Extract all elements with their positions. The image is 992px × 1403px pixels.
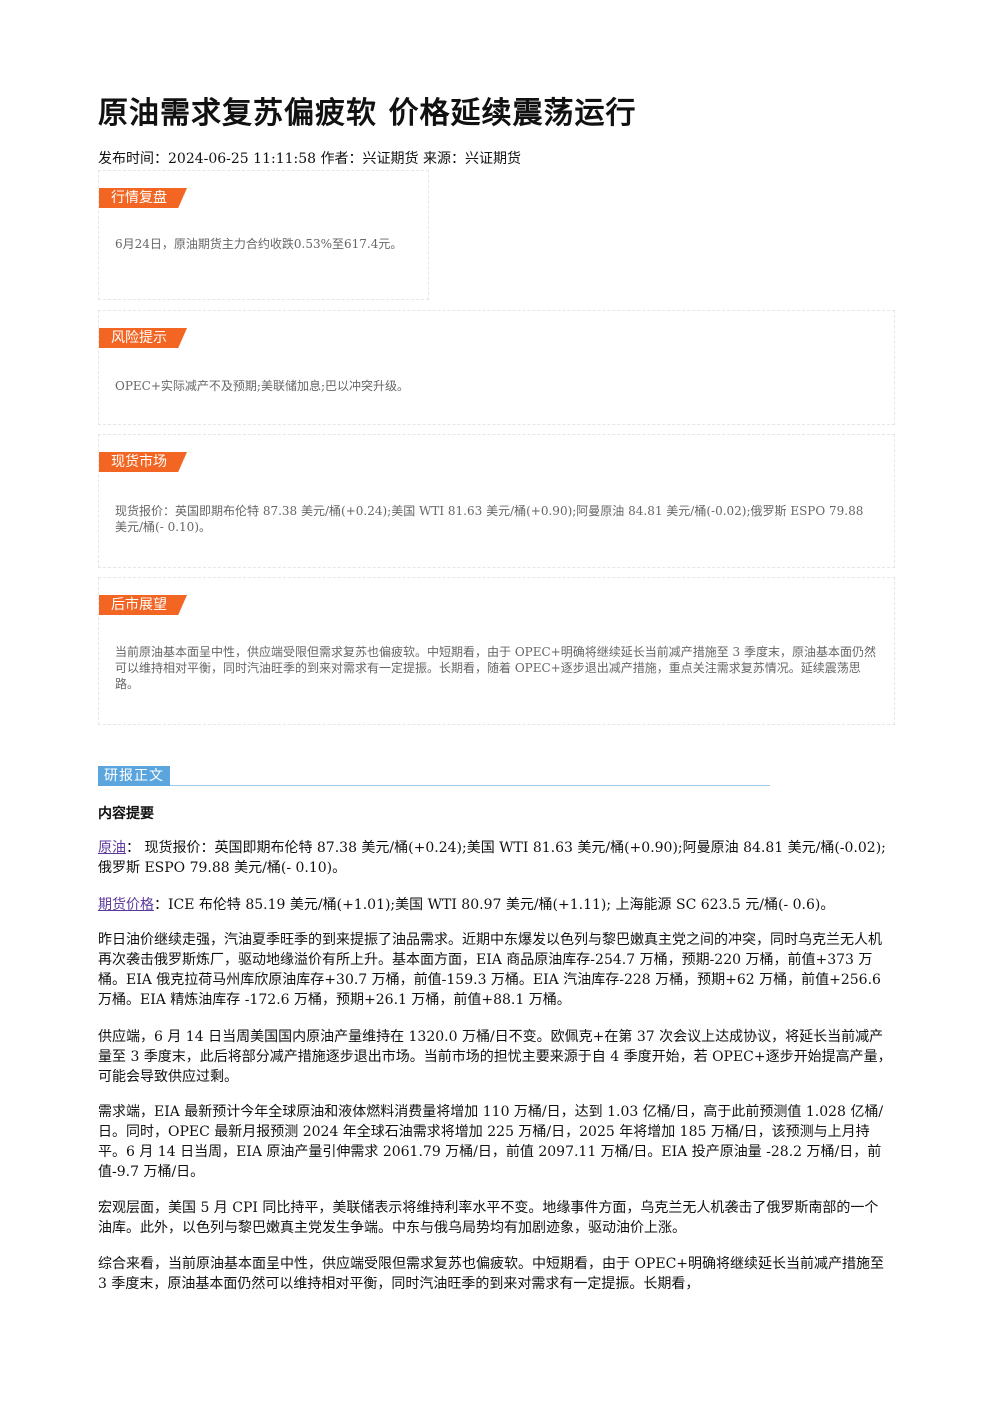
section-market-review: 行情复盘 6月24日，原油期货主力合约收跌0.53%至617.4元。	[98, 170, 429, 300]
paragraph-crude-oil: 原油： 现货报价：英国即期布伦特 87.38 美元/桶(+0.24);美国 WT…	[98, 838, 892, 878]
section-text: 6月24日，原油期货主力合约收跌0.53%至617.4元。	[115, 237, 403, 251]
section-tag: 后市展望	[99, 595, 187, 615]
page-title: 原油需求复苏偏疲软 价格延续震荡运行	[98, 96, 637, 131]
paragraph-text: ： 现货报价：英国即期布伦特 87.38 美元/桶(+0.24);美国 WTI …	[98, 840, 886, 876]
paragraph-demand: 需求端，EIA 最新预计今年全球原油和液体燃料消费量将增加 110 万桶/日，达…	[98, 1104, 884, 1180]
publish-meta: 发布时间：2024-06-25 11:11:58 作者：兴证期货 来源：兴证期货	[98, 151, 521, 167]
report-body-header: 研报正文	[98, 766, 770, 786]
header-divider	[170, 785, 770, 786]
futures-price-link[interactable]: 期货价格	[98, 897, 154, 913]
section-outlook: 后市展望 当前原油基本面呈中性，供应端受限但需求复苏也偏疲软。中短期看，由于 O…	[98, 577, 895, 725]
section-text: 当前原油基本面呈中性，供应端受限但需求复苏也偏疲软。中短期看，由于 OPEC+明…	[115, 645, 876, 691]
paragraph-text: ：ICE 布伦特 85.19 美元/桶(+1.01);美国 WTI 80.97 …	[154, 897, 835, 913]
section-text: 现货报价：英国即期布伦特 87.38 美元/桶(+0.24);美国 WTI 81…	[115, 504, 864, 534]
paragraph-conclusion: 综合来看，当前原油基本面呈中性，供应端受限但需求复苏也偏疲软。中短期看，由于 O…	[98, 1256, 885, 1292]
section-risk-warning: 风险提示 OPEC+实际减产不及预期;美联储加息;巴以冲突升级。	[98, 310, 895, 425]
section-text: OPEC+实际减产不及预期;美联储加息;巴以冲突升级。	[115, 379, 409, 393]
report-tag: 研报正文	[98, 766, 170, 786]
summary-heading: 内容提要	[98, 806, 154, 822]
paragraph-macro: 宏观层面，美国 5 月 CPI 同比持平，美联储表示将维持利率水平不变。地缘事件…	[98, 1200, 879, 1236]
section-spot-market: 现货市场 现货报价：英国即期布伦特 87.38 美元/桶(+0.24);美国 W…	[98, 434, 895, 568]
section-tag: 现货市场	[99, 452, 187, 472]
crude-oil-link[interactable]: 原油	[98, 840, 126, 856]
paragraph-futures-price: 期货价格：ICE 布伦特 85.19 美元/桶(+1.01);美国 WTI 80…	[98, 895, 892, 915]
section-tag: 行情复盘	[99, 188, 187, 208]
section-tag: 风险提示	[99, 328, 187, 348]
paragraph-inventory: 昨日油价继续走强，汽油夏季旺季的到来提振了油品需求。近期中东爆发以色列与黎巴嫩真…	[98, 932, 882, 1008]
paragraph-supply: 供应端，6 月 14 日当周美国国内原油产量维持在 1320.0 万桶/日不变。…	[98, 1029, 892, 1085]
